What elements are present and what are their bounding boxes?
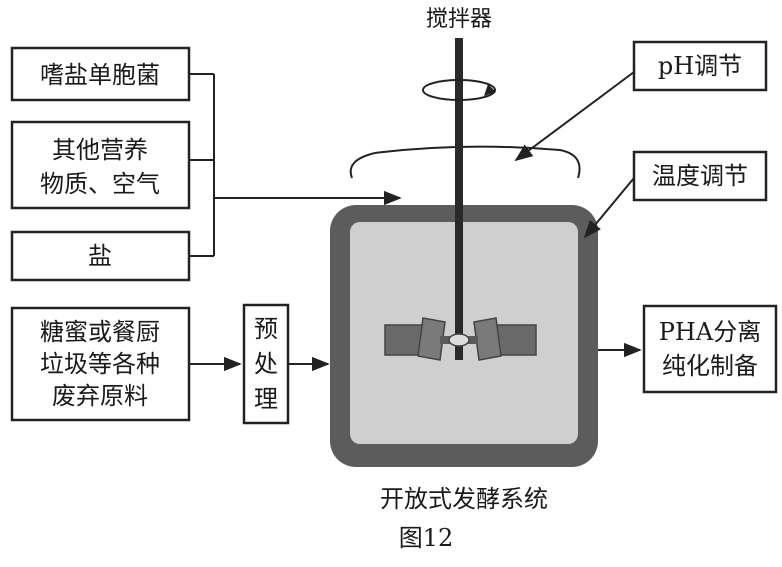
input-bacteria-label: 嗜盐单胞菌 [40,61,160,89]
pretreatment-char-1: 预 [254,315,278,343]
input-nutrients: 其他营养 物质、空气 [10,120,191,210]
input-nutrients-line1: 其他营养 [52,136,148,164]
rotation-arrow-head [484,84,496,96]
impeller [384,317,537,361]
input-raw-materials: 糖蜜或餐厨 垃圾等各种 废弃原料 [10,306,191,422]
ph-control: pH调节 [632,40,768,92]
temperature-arrow [583,177,635,239]
input-salt: 盐 [10,230,191,282]
input-raw-line1: 糖蜜或餐厨 [40,318,160,346]
tank-lid-curve [349,145,581,179]
pretreatment-char-2: 处 [254,350,278,378]
input-raw-line3: 废弃原料 [52,382,148,410]
rotation-arrow [422,79,496,101]
stirrer-shaft [455,38,463,360]
output-box: PHA分离 纯化制备 [642,304,778,394]
tank-liquid [350,222,578,444]
fermentation-tank [330,38,598,467]
input-salt-label: 盐 [88,242,112,270]
output-line2: 纯化制备 [662,352,758,380]
input-connector [189,73,402,257]
ph-control-label: pH调节 [658,52,742,80]
ph-arrow [514,71,635,162]
figure-label: 图12 [399,524,454,552]
system-label: 开放式发酵系统 [380,485,548,513]
temperature-control: 温度调节 [632,150,768,202]
output-line1: PHA分离 [659,318,761,346]
input-bacteria: 嗜盐单胞菌 [10,46,191,102]
pretreatment-box: 预 处 理 [242,303,290,425]
input-raw-line2: 垃圾等各种 [40,350,160,378]
stirrer-label: 搅拌器 [426,7,492,32]
temperature-control-label: 温度调节 [652,162,748,190]
pretreatment-char-3: 理 [254,385,278,413]
input-nutrients-line2: 物质、空气 [40,170,160,198]
